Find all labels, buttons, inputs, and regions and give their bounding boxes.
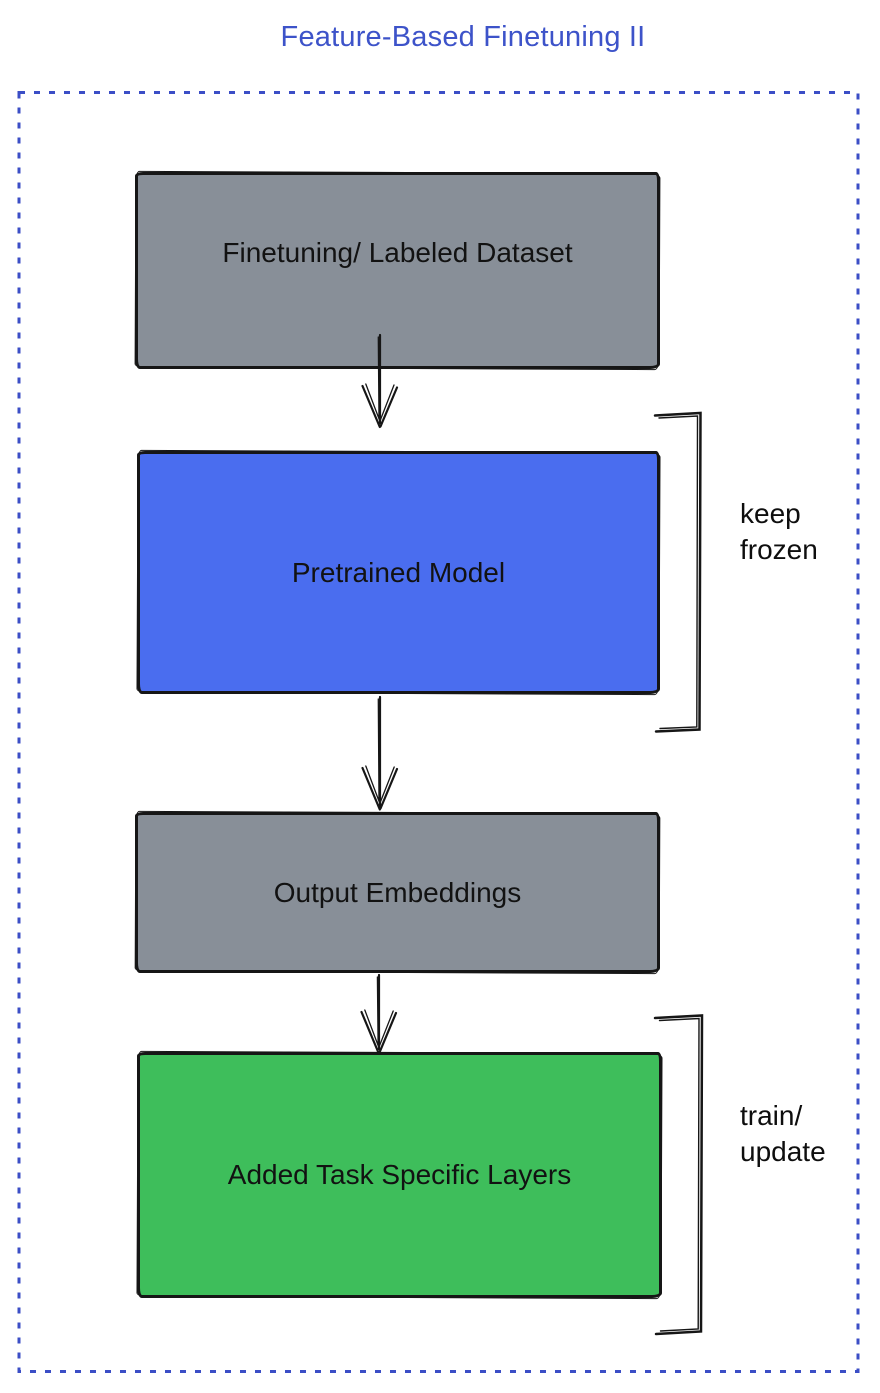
keep-frozen-label: keep frozen <box>740 498 818 565</box>
box-output-embeddings: Output Embeddings <box>135 812 660 973</box>
box-added-task-layers-label: Added Task Specific Layers <box>227 1159 572 1190</box>
box-finetuning-dataset: Finetuning/ Labeled Dataset <box>135 172 660 369</box>
diagram-title: Feature-Based Finetuning II <box>280 21 646 53</box>
box-output-embeddings-label: Output Embeddings <box>273 876 522 908</box>
train-update-label: train/ update <box>740 1100 826 1167</box>
box-pretrained-model-label: Pretrained Model <box>291 556 506 588</box>
train-update-bracket <box>653 1014 704 1336</box>
box-pretrained-model: Pretrained Model <box>137 451 660 694</box>
down-arrow-2 <box>361 695 399 811</box>
box-finetuning-dataset-label: Finetuning/ Labeled Dataset <box>222 236 573 268</box>
down-arrow-3 <box>360 973 398 1055</box>
keep-frozen-bracket <box>653 411 702 733</box>
box-added-task-layers: Added Task Specific Layers <box>137 1052 662 1298</box>
